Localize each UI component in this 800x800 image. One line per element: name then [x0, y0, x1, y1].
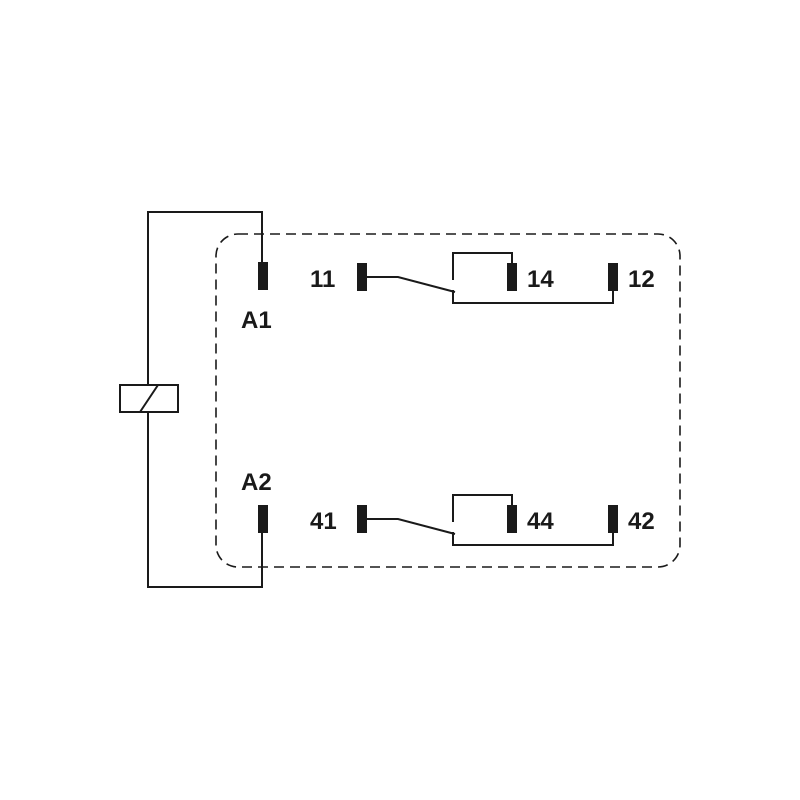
terminal-pin-12: [608, 263, 618, 291]
no-contact-wire-44: [452, 494, 513, 522]
terminal-pin-41: [357, 505, 367, 533]
terminal-label-41: 41: [310, 508, 337, 535]
terminal-pin-14: [507, 263, 517, 291]
relay-housing-boundary: [215, 233, 681, 568]
terminal-label-44: 44: [527, 508, 554, 535]
common-lever-2: [367, 518, 456, 535]
terminal-label-a1: A1: [241, 307, 272, 334]
terminal-label-42: 42: [628, 508, 655, 535]
terminal-pin-a2: [258, 505, 268, 533]
coil-circuit: [119, 211, 263, 588]
nc-contact-wire-12: [452, 290, 614, 304]
contact-set-2: 41 44 42: [310, 494, 655, 546]
terminal-pin-44: [507, 505, 517, 533]
terminal-label-11: 11: [310, 266, 335, 293]
terminal-pin-11: [357, 263, 367, 291]
terminal-label-14: 14: [527, 266, 554, 293]
no-contact-wire-14: [452, 252, 513, 280]
terminal-pin-42: [608, 505, 618, 533]
coil-bottom-wire: [147, 412, 263, 588]
nc-contact-wire-42: [452, 532, 614, 546]
terminal-label-a2: A2: [241, 469, 272, 496]
coil-symbol-slash: [139, 384, 159, 413]
common-lever-1: [367, 276, 456, 293]
terminal-label-12: 12: [628, 266, 655, 293]
contact-set-1: 11 14 12: [310, 252, 655, 304]
coil-top-wire: [147, 211, 263, 385]
terminal-pin-a1: [258, 262, 268, 290]
coil-symbol: [119, 384, 179, 413]
